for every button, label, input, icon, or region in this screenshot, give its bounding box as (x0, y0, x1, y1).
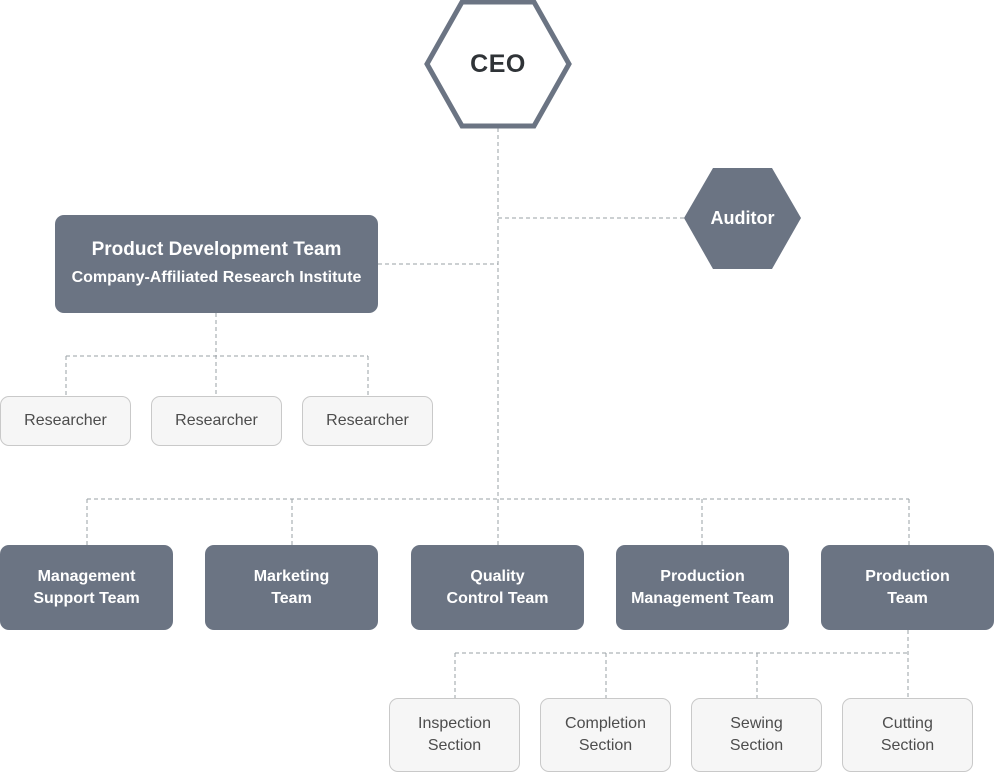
product-development-team-box: Product Development Team Company-Affilia… (55, 215, 378, 313)
section-label-line1: Cutting (882, 715, 933, 732)
sewing-section-box: Sewing Section (691, 698, 822, 772)
section-label-line2: Section (880, 737, 935, 754)
product-development-title: Product Development Team (91, 239, 342, 260)
management-support-team-box: Management Support Team (0, 545, 173, 630)
section-label-line2: Section (427, 737, 482, 754)
ceo-node: CEO (424, 0, 572, 129)
team-label-line1: Management (37, 567, 136, 585)
marketing-team-box: Marketing Team (205, 545, 378, 630)
production-management-team-box: Production Management Team (616, 545, 789, 630)
team-label-line2: Team (887, 589, 928, 607)
team-label-line2: Management Team (631, 589, 774, 607)
cutting-section-box: Cutting Section (842, 698, 973, 772)
quality-control-team-box: Quality Control Team (411, 545, 584, 630)
team-label-line2: Control Team (446, 589, 549, 607)
researcher-label: Researcher (175, 412, 258, 429)
auditor-label: Auditor (710, 208, 775, 228)
section-label-line2: Section (729, 737, 784, 754)
team-label-line1: Marketing (253, 567, 330, 585)
section-label-line1: Sewing (730, 715, 783, 732)
team-label-line1: Quality (470, 567, 525, 585)
production-team-box: Production Team (821, 545, 994, 630)
researcher-label: Researcher (24, 412, 107, 429)
section-label-line2: Section (578, 737, 633, 754)
researcher-label: Researcher (326, 412, 409, 429)
auditor-node: Auditor (684, 168, 801, 269)
ceo-label: CEO (470, 50, 526, 78)
inspection-section-box: Inspection Section (389, 698, 520, 772)
product-development-subtitle: Company-Affiliated Research Institute (71, 269, 362, 286)
researcher-box-3: Researcher (302, 396, 433, 446)
team-label-line1: Production (865, 567, 950, 585)
ceo-hexagon-shape (424, 0, 572, 129)
team-label-line2: Support Team (33, 589, 140, 607)
researcher-box-2: Researcher (151, 396, 282, 446)
auditor-hexagon-shape (684, 168, 801, 269)
team-label-line1: Production (660, 567, 745, 585)
section-label-line1: Inspection (418, 715, 491, 732)
section-label-line1: Completion (565, 715, 646, 732)
completion-section-box: Completion Section (540, 698, 671, 772)
team-label-line2: Team (271, 589, 312, 607)
researcher-box-1: Researcher (0, 396, 131, 446)
